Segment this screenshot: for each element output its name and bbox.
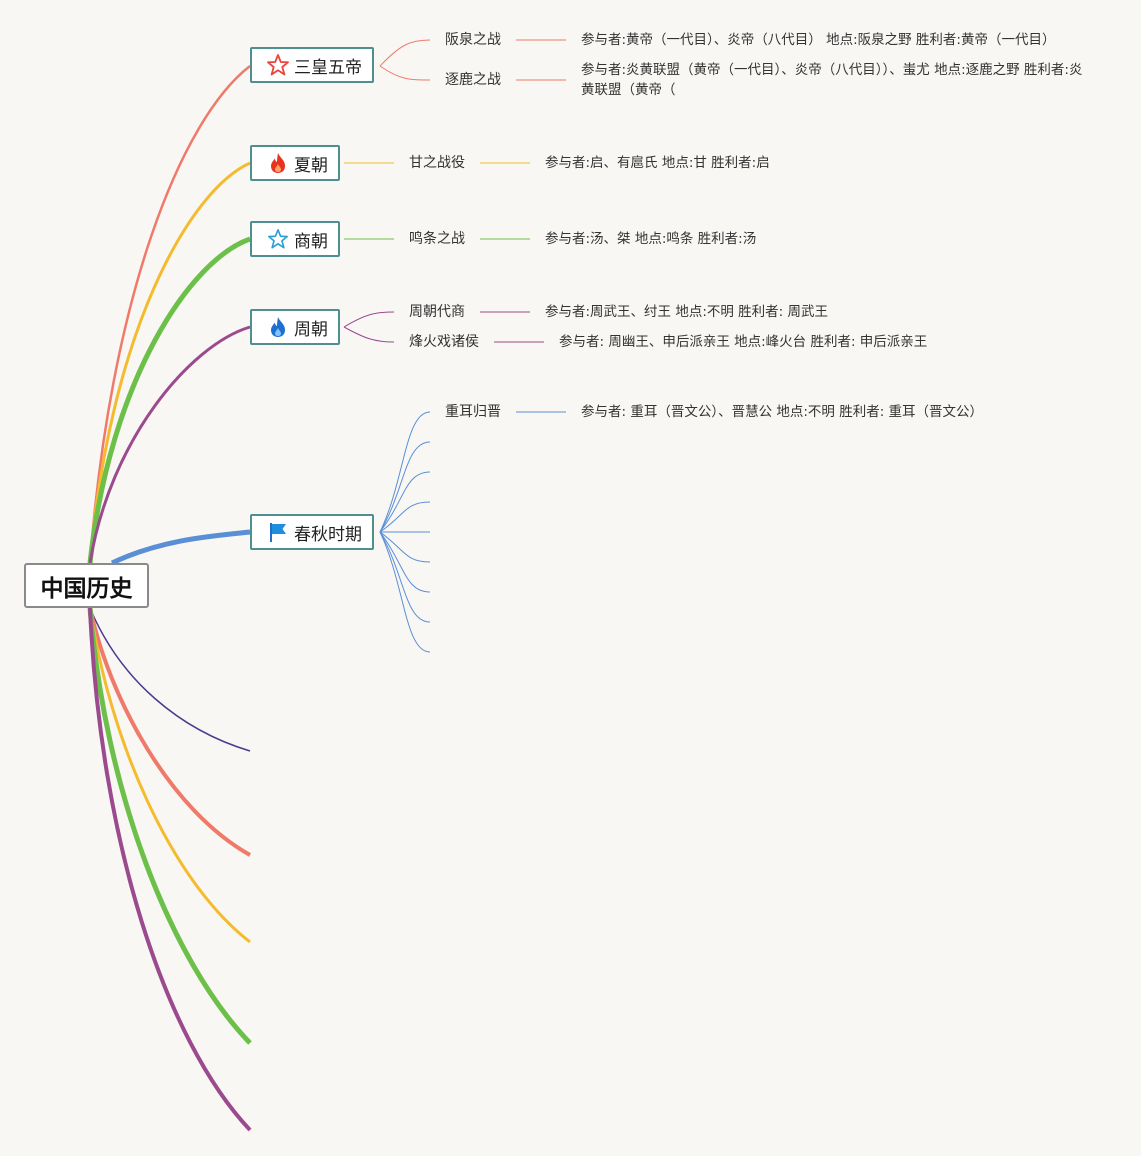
flag-blue-icon — [266, 520, 290, 544]
link-zhulu — [379, 65, 431, 81]
fire-blue-icon — [266, 315, 290, 339]
era-node-xia[interactable]: 夏朝 — [250, 145, 340, 181]
link-chunqiu-9 — [379, 531, 431, 653]
link-chunqiu-6 — [379, 531, 431, 563]
event-title-zhoudaishang[interactable]: 周朝代商 — [409, 304, 465, 320]
era-label: 春秋时期 — [294, 524, 362, 545]
era-label: 周朝 — [294, 319, 328, 340]
branch-zhou — [88, 325, 251, 564]
era-label: 夏朝 — [294, 155, 328, 176]
event-title-chonger[interactable]: 重耳归晋 — [445, 404, 501, 420]
era-node-zhou[interactable]: 周朝 — [250, 309, 340, 345]
era-node-sanhuang[interactable]: 三皇五帝 — [250, 47, 374, 83]
event-detail-gan[interactable]: 参与者:启、有扈氏 地点:甘 胜利者:启 — [545, 155, 770, 171]
event-title-fenghuo[interactable]: 烽火戏诸侯 — [409, 334, 479, 350]
event-title-mingtiao[interactable]: 鸣条之战 — [409, 231, 465, 247]
branch-empty-2 — [88, 607, 251, 857]
branch-chunqiu — [110, 529, 251, 566]
branch-empty-4 — [87, 607, 252, 1045]
fire-red-icon — [266, 151, 290, 175]
event-detail-banquan[interactable]: 参与者:黄帝（一代目）、炎帝（八代目） 地点:阪泉之野 胜利者:黄帝（一代目） — [581, 32, 1056, 48]
event-detail-chonger[interactable]: 参与者: 重耳（晋文公）、晋慧公 地点:不明 胜利者: 重耳（晋文公） — [581, 404, 984, 420]
branch-empty-3 — [88, 607, 251, 944]
event-title-zhulu[interactable]: 逐鹿之战 — [445, 72, 501, 88]
link-banquan — [379, 39, 431, 67]
branch-xia — [88, 161, 251, 564]
branch-empty-1 — [89, 607, 251, 752]
event-detail-fenghuo[interactable]: 参与者: 周幽王、申后派亲王 地点:峰火台 胜利者: 申后派亲王 — [559, 334, 928, 350]
branch-shang — [87, 236, 251, 564]
era-label: 商朝 — [294, 231, 328, 252]
link-chonger — [379, 411, 431, 533]
star-outline-blue-icon — [266, 227, 290, 251]
link-chunqiu-7 — [379, 531, 431, 593]
link-chunqiu-2 — [379, 441, 431, 533]
event-title-gan[interactable]: 甘之战役 — [409, 155, 465, 171]
event-title-banquan[interactable]: 阪泉之战 — [445, 32, 501, 48]
era-node-chunqiu[interactable]: 春秋时期 — [250, 514, 374, 550]
link-chunqiu-3 — [379, 471, 431, 533]
era-label: 三皇五帝 — [294, 57, 362, 78]
link-zhoudaishang — [343, 311, 395, 328]
branch-sanhuang — [88, 65, 251, 564]
link-fenghuo — [343, 326, 395, 343]
branch-empty-5 — [88, 607, 252, 1132]
event-detail-mingtiao[interactable]: 参与者:汤、桀 地点:鸣条 胜利者:汤 — [545, 231, 757, 247]
era-node-shang[interactable]: 商朝 — [250, 221, 340, 257]
star-outline-red-icon — [266, 53, 290, 77]
event-detail-zhulu[interactable]: 参与者:炎黄联盟（黄帝（一代目）、炎帝（八代目））、蚩尤 地点:逐鹿之野 胜利者… — [581, 62, 1083, 98]
link-chunqiu-8 — [379, 531, 431, 623]
event-detail-zhoudaishang[interactable]: 参与者:周武王、纣王 地点:不明 胜利者: 周武王 — [545, 304, 829, 320]
link-chunqiu-4 — [379, 501, 431, 533]
root-node[interactable]: 中国历史 — [24, 563, 149, 608]
